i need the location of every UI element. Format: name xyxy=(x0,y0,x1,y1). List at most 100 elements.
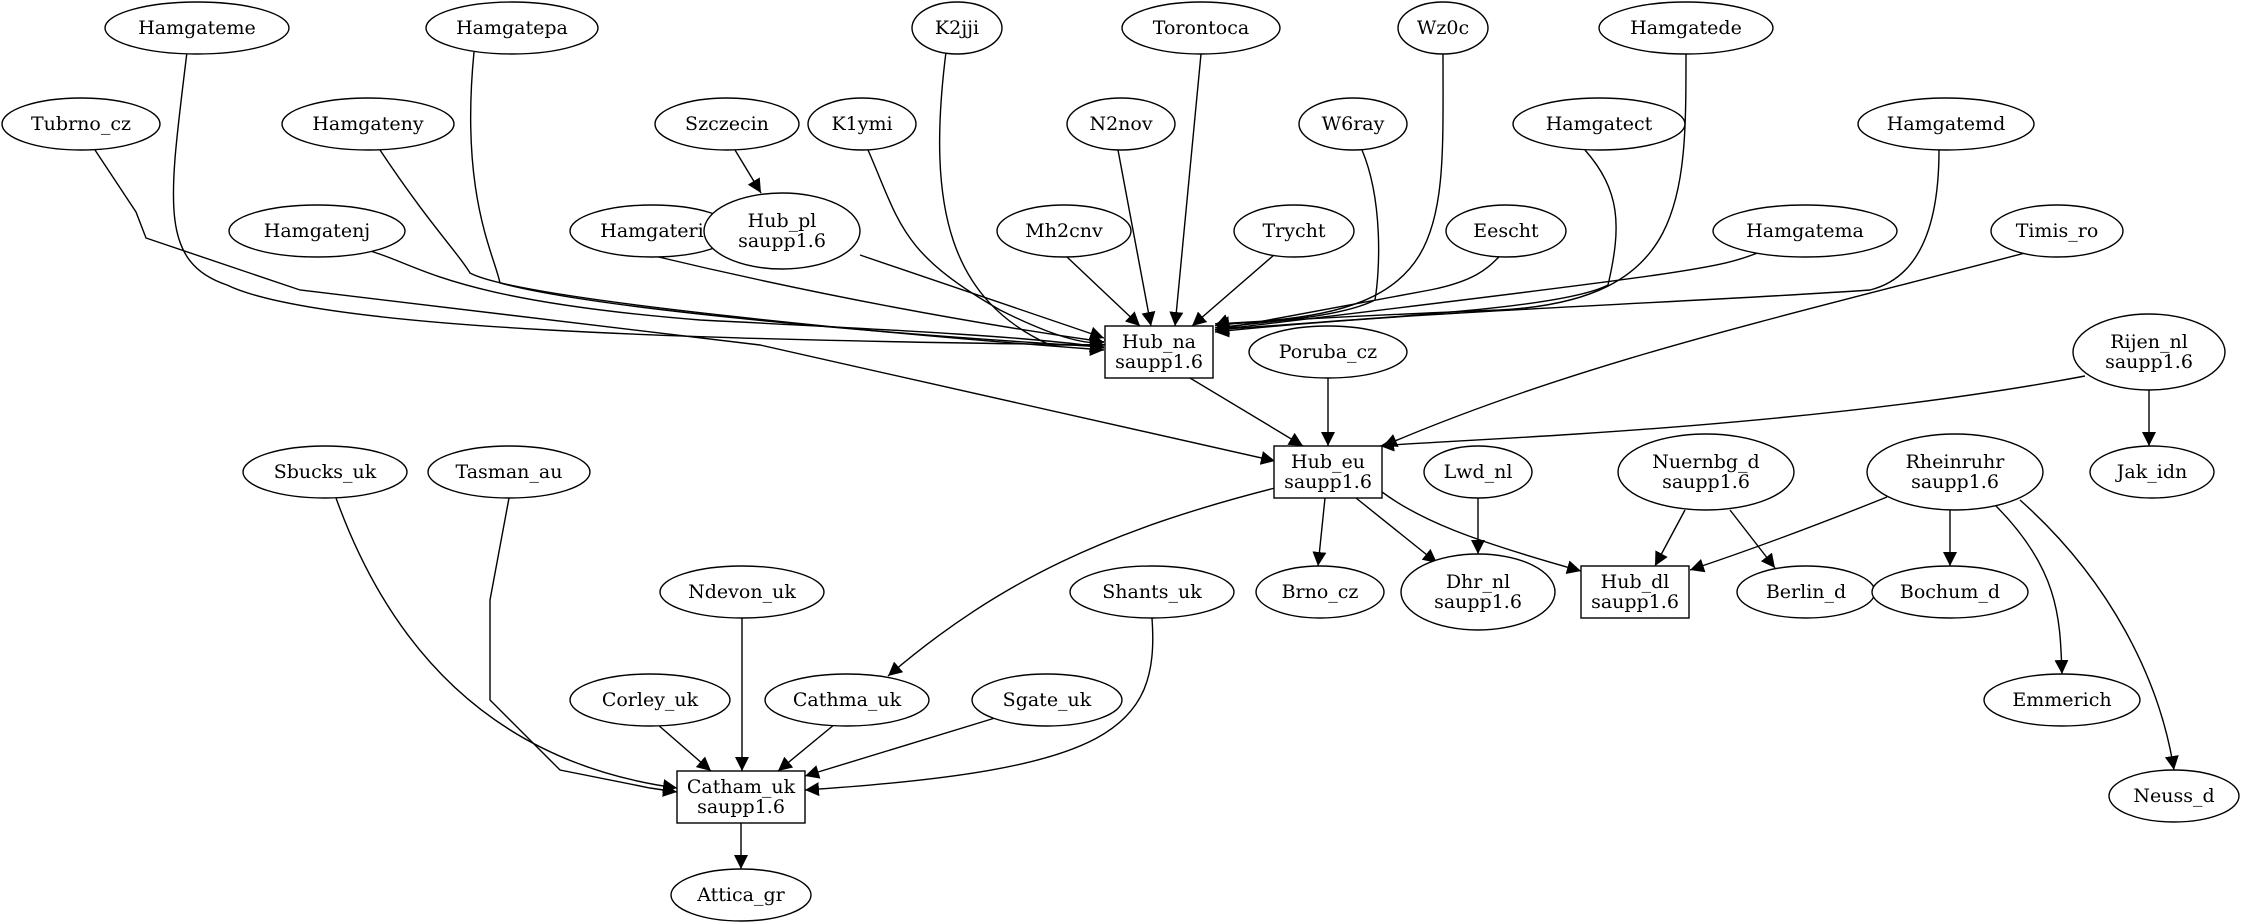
node-wz0c-label-0: Wz0c xyxy=(1417,17,1469,39)
node-hub_na-label-0: Hub_na xyxy=(1122,331,1196,353)
node-mh2cnv-label-0: Mh2cnv xyxy=(1025,220,1103,242)
node-sbucks_uk-ellipse xyxy=(242,445,408,499)
edge-torontoca-to-hub_na xyxy=(1169,53,1202,327)
node-dhr_nl-label-1: saupp1.6 xyxy=(1434,591,1522,613)
node-k1ymi-label-0: K1ymi xyxy=(831,113,892,135)
node-k2jji-label-0: K2jji xyxy=(935,17,979,39)
node-jak_idn: Jak_idn xyxy=(2089,445,2215,499)
edge-hub_eu-to-cathma_uk xyxy=(887,487,1276,677)
node-bochum_d-ellipse xyxy=(1871,565,2029,619)
edge-tasman_au-to-catham_uk xyxy=(489,497,678,797)
node-rijen_nl-label-0: Rijen_nl xyxy=(2110,331,2188,353)
node-cathma_uk: Cathma_uk xyxy=(764,673,930,727)
edge-mh2cnv-to-hub_na xyxy=(1066,256,1141,327)
node-emmerich: Emmerich xyxy=(1983,673,2141,727)
node-hamgatemd: Hamgatemd xyxy=(1857,97,2035,151)
edge-hub_eu-to-brno_cz xyxy=(1312,497,1327,567)
edge-hamgatemd-to-hub_na xyxy=(1214,149,1940,338)
edge-hub_pl-to-hub_na xyxy=(859,254,1105,341)
node-sbucks_uk-label-0: Sbucks_uk xyxy=(274,461,377,483)
node-attica_gr: Attica_gr xyxy=(670,868,812,922)
node-hub_eu-box xyxy=(1273,445,1383,499)
edge-hamgatede-to-hub_na xyxy=(1214,53,1687,328)
node-corley_uk-ellipse xyxy=(569,673,731,727)
node-sgate_uk-ellipse xyxy=(971,673,1123,727)
node-berlin_d-label-0: Berlin_d xyxy=(1766,581,1846,603)
node-szczecin-ellipse xyxy=(654,97,800,151)
node-szczecin-label-0: Szczecin xyxy=(685,113,769,135)
node-tubrno_cz: Tubrno_cz xyxy=(1,97,161,151)
node-ndevon_uk-ellipse xyxy=(659,565,825,619)
node-wz0c: Wz0c xyxy=(1397,1,1489,55)
node-timis_ro: Timis_ro xyxy=(1990,204,2124,258)
node-hamgatema: Hamgatema xyxy=(1712,204,1898,258)
node-hamgatema-ellipse xyxy=(1712,204,1898,258)
node-szczecin: Szczecin xyxy=(654,97,800,151)
node-k1ymi: K1ymi xyxy=(807,97,917,151)
node-k2jji-ellipse xyxy=(911,1,1003,55)
node-hub_pl-label-1: saupp1.6 xyxy=(738,230,826,252)
node-eescht-ellipse xyxy=(1445,204,1567,258)
node-ndevon_uk-label-0: Ndevon_uk xyxy=(688,581,796,603)
node-hamgatenj-label-0: Hamgatenj xyxy=(264,220,370,242)
node-catham_uk-label-1: saupp1.6 xyxy=(697,796,785,818)
node-jak_idn-label-0: Jak_idn xyxy=(2115,461,2187,483)
node-w6ray: W6ray xyxy=(1298,97,1408,151)
edge-eescht-to-hub_na xyxy=(1214,255,1501,335)
node-tasman_au: Tasman_au xyxy=(427,445,591,499)
node-hamgateme: Hamgateme xyxy=(104,1,290,55)
edge-hamgateri-to-hub_na xyxy=(649,254,1105,347)
node-hamgateme-label-0: Hamgateme xyxy=(138,17,256,39)
node-cathma_uk-label-0: Cathma_uk xyxy=(793,689,902,711)
node-sgate_uk-label-0: Sgate_uk xyxy=(1003,689,1092,711)
node-neuss_d: Neuss_d xyxy=(2108,769,2240,823)
node-hamgatepa-ellipse xyxy=(425,1,599,55)
node-sgate_uk: Sgate_uk xyxy=(971,673,1123,727)
node-neuss_d-label-0: Neuss_d xyxy=(2133,785,2214,807)
edge-trycht-to-hub_na xyxy=(1191,254,1275,327)
edge-hamgatenj-to-hub_na xyxy=(369,250,1105,353)
edge-hamgateme-to-hub_na xyxy=(172,51,1105,352)
node-ndevon_uk: Ndevon_uk xyxy=(659,565,825,619)
edge-hub_na-to-hub_eu xyxy=(1189,377,1304,447)
node-torontoca-ellipse xyxy=(1121,1,1281,55)
edge-hub_eu-to-hub_dl xyxy=(1381,491,1582,574)
edge-hamgateny-to-hub_na xyxy=(379,149,1105,356)
node-eescht: Eescht xyxy=(1445,204,1567,258)
node-trycht: Trycht xyxy=(1233,204,1355,258)
node-poruba_cz-ellipse xyxy=(1248,325,1408,379)
node-rijen_nl-label-1: saupp1.6 xyxy=(2105,351,2193,373)
node-rheinruhr-label-1: saupp1.6 xyxy=(1911,471,1999,493)
edge-rheinruhr-to-emmerich xyxy=(1994,504,2069,675)
node-hamgatede-ellipse xyxy=(1598,1,1774,55)
node-cathma_uk-ellipse xyxy=(764,673,930,727)
edge-nuernbg_d-to-berlin_d xyxy=(1729,509,1776,569)
node-hamgatepa: Hamgatepa xyxy=(425,1,599,55)
node-timis_ro-ellipse xyxy=(1990,204,2124,258)
node-hamgatect: Hamgatect xyxy=(1512,97,1686,151)
node-berlin_d: Berlin_d xyxy=(1736,565,1876,619)
node-k1ymi-ellipse xyxy=(807,97,917,151)
edge-sbucks_uk-to-catham_uk xyxy=(335,497,678,794)
edge-hub_eu-to-dhr_nl xyxy=(1355,497,1438,564)
node-brno_cz: Brno_cz xyxy=(1255,565,1385,619)
node-tubrno_cz-label-0: Tubrno_cz xyxy=(31,113,131,135)
node-nuernbg_d-ellipse xyxy=(1617,433,1795,511)
node-sbucks_uk: Sbucks_uk xyxy=(242,445,408,499)
node-dhr_nl-ellipse xyxy=(1400,553,1556,631)
node-hub_dl-box xyxy=(1580,565,1690,619)
node-neuss_d-ellipse xyxy=(2108,769,2240,823)
node-n2nov-ellipse xyxy=(1066,97,1176,151)
node-k2jji: K2jji xyxy=(911,1,1003,55)
node-eescht-label-0: Eescht xyxy=(1473,220,1539,242)
edge-rheinruhr-to-neuss_d xyxy=(2019,499,2179,771)
node-tubrno_cz-ellipse xyxy=(1,97,161,151)
node-n2nov: N2nov xyxy=(1066,97,1176,151)
node-hub_dl-label-0: Hub_dl xyxy=(1601,571,1670,593)
edge-k1ymi-to-hub_na xyxy=(867,149,1105,352)
